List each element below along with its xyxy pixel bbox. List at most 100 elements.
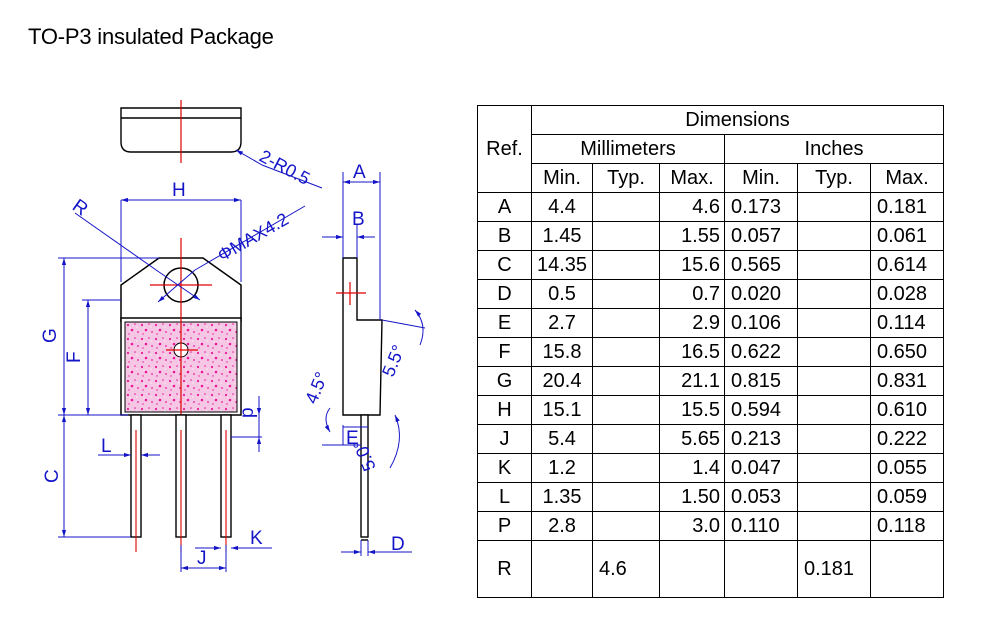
value-cell: 0.7 [659, 279, 725, 309]
value-cell [592, 511, 660, 541]
value-cell: 20.4 [531, 366, 593, 396]
subheader-cell: Max. [870, 163, 944, 193]
label-L: L [101, 436, 112, 457]
page-title: TO-P3 insulated Package [28, 24, 274, 49]
value-cell: 0.610 [870, 395, 944, 425]
value-cell [797, 308, 871, 338]
subheader-cell: Min. [531, 163, 593, 193]
value-cell: 4.4 [531, 192, 593, 222]
value-cell [592, 337, 660, 367]
value-cell: 0.114 [870, 308, 944, 338]
value-cell: 0.5 [531, 279, 593, 309]
value-cell: 5.4 [531, 424, 593, 454]
value-cell: 0.047 [724, 453, 798, 483]
value-cell: 1.35 [531, 482, 593, 512]
value-cell: 0.815 [724, 366, 798, 396]
value-cell: 0.622 [724, 337, 798, 367]
ref-cell: B [477, 221, 532, 251]
label-angle1: 4.5° [301, 369, 332, 406]
value-cell [592, 424, 660, 454]
value-cell: 0.181 [797, 540, 871, 598]
value-cell [592, 366, 660, 396]
value-cell [592, 308, 660, 338]
value-cell: 0.053 [724, 482, 798, 512]
label-B: B [352, 209, 365, 230]
header-millimeters: Millimeters [531, 134, 725, 164]
value-cell: 1.2 [531, 453, 593, 483]
value-cell: 0.594 [724, 395, 798, 425]
value-cell [797, 482, 871, 512]
label-hole: ΦMAX4.2 [214, 209, 292, 266]
value-cell: 1.50 [659, 482, 725, 512]
value-cell: 1.55 [659, 221, 725, 251]
side-view [342, 257, 383, 541]
value-cell: 2.7 [531, 308, 593, 338]
ref-cell: R [477, 540, 532, 598]
value-cell [797, 250, 871, 280]
value-cell [724, 540, 798, 598]
value-cell [797, 221, 871, 251]
ref-cell: C [477, 250, 532, 280]
header-ref: Ref. [477, 105, 532, 193]
value-cell: 2.8 [531, 511, 593, 541]
value-cell [797, 366, 871, 396]
value-cell: 5.65 [659, 424, 725, 454]
label-A: A [353, 162, 366, 183]
value-cell [592, 482, 660, 512]
value-cell [531, 540, 593, 598]
value-cell: 0.057 [724, 221, 798, 251]
label-top-radius: 2-R0.5 [256, 146, 313, 189]
value-cell: 21.1 [659, 366, 725, 396]
label-E: E [346, 428, 359, 449]
value-cell: 0.213 [724, 424, 798, 454]
label-J: J [197, 548, 207, 569]
label-D: D [391, 534, 405, 555]
value-cell: 4.6 [592, 540, 660, 598]
label-angle2: 5.5° [378, 342, 409, 379]
subheader-cell: Min. [724, 163, 798, 193]
value-cell: 0.831 [870, 366, 944, 396]
header-inches: Inches [724, 134, 944, 164]
value-cell [592, 192, 660, 222]
value-cell: 0.106 [724, 308, 798, 338]
value-cell: 15.8 [531, 337, 593, 367]
value-cell: 3.0 [659, 511, 725, 541]
subheader-cell: Max. [659, 163, 725, 193]
value-cell: 2.9 [659, 308, 725, 338]
value-cell: 0.650 [870, 337, 944, 367]
value-cell: 14.35 [531, 250, 593, 280]
value-cell: 1.4 [659, 453, 725, 483]
value-cell [592, 250, 660, 280]
value-cell [797, 192, 871, 222]
value-cell [592, 221, 660, 251]
label-G: G [40, 328, 61, 343]
ref-cell: K [477, 453, 532, 483]
value-cell: 0.181 [870, 192, 944, 222]
value-cell: 0.173 [724, 192, 798, 222]
value-cell [797, 424, 871, 454]
value-cell: 1.45 [531, 221, 593, 251]
ref-cell: H [477, 395, 532, 425]
value-cell [870, 540, 944, 598]
label-C: C [42, 469, 63, 483]
label-P: p [237, 407, 258, 418]
dimensions-table: Ref. Dimensions Millimeters Inches Min. … [477, 105, 944, 598]
label-K: K [250, 528, 263, 549]
value-cell: 0.118 [870, 511, 944, 541]
value-cell [797, 337, 871, 367]
header-dimensions: Dimensions [531, 105, 944, 135]
ref-cell: P [477, 511, 532, 541]
ref-cell: L [477, 482, 532, 512]
table-row: R 4.6 0.181 [477, 540, 944, 598]
subheader-cell: Typ. [797, 163, 871, 193]
value-cell: 0.059 [870, 482, 944, 512]
